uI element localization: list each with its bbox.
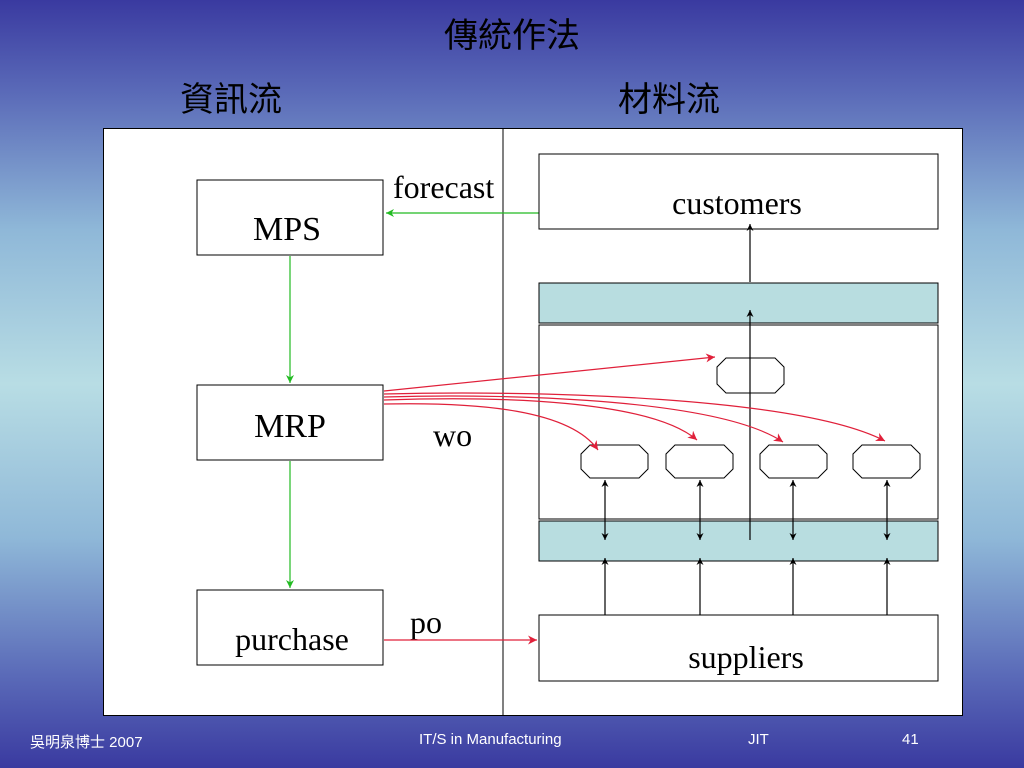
forecast-label: forecast: [393, 169, 494, 205]
purchase-label: purchase: [235, 621, 349, 657]
mrp-label: MRP: [254, 408, 326, 445]
slide-title: 傳統作法: [444, 16, 580, 56]
work-station-3: [759, 444, 828, 479]
wo-arrow-station-1: [383, 403, 599, 451]
footer-page-number: 41: [902, 731, 919, 748]
wo-arrow-station-3: [383, 395, 784, 443]
customers-label: customers: [672, 185, 802, 221]
wo-arrow-station-4: [383, 392, 886, 442]
footer-course: IT/S in Manufacturing: [419, 731, 562, 748]
wo-arrow-assembly: [383, 353, 716, 392]
finished-goods-buffer: [538, 282, 939, 324]
wo-label: wo: [433, 417, 472, 453]
purchase-box: [196, 589, 384, 666]
raw-material-buffer: [538, 520, 939, 562]
work-station-2: [665, 444, 734, 479]
suppliers-box: [538, 614, 939, 682]
footer-author: 吳明泉博士 2007: [30, 734, 143, 751]
production-area: [538, 324, 939, 520]
work-station-4: [852, 444, 921, 479]
customers-box: [538, 153, 939, 230]
info-flow-heading: 資訊流: [180, 80, 282, 120]
po-label: po: [410, 604, 442, 640]
wo-arrow-station-2: [383, 398, 698, 441]
mps-box: [196, 179, 384, 256]
suppliers-label: suppliers: [688, 639, 804, 675]
material-flow-heading: 材料流: [618, 80, 720, 120]
work-station-1: [580, 444, 649, 479]
mps-label: MPS: [253, 211, 321, 248]
footer-topic: JIT: [748, 731, 769, 748]
mrp-box: [196, 384, 384, 461]
